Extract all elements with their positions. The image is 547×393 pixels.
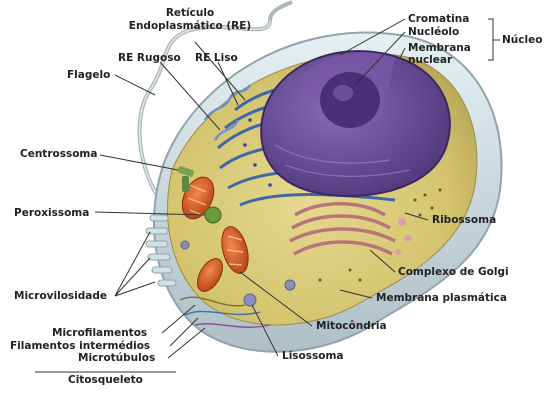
label-peroxissoma: Peroxissoma (14, 207, 89, 219)
label-ribossoma: Ribossoma (432, 214, 496, 226)
label-membrana-nuclear-line2: nuclear (408, 54, 452, 66)
label-membrana-plasmatica: Membrana plasmática (376, 292, 507, 304)
label-centrossoma: Centrossoma (20, 148, 97, 160)
label-microvilosidade: Microvilosidade (14, 290, 107, 302)
label-microfilamentos: Microfilamentos (52, 327, 147, 339)
label-reticulo-line1: Retículo (155, 7, 225, 19)
label-complexo-golgi: Complexo de Golgi (398, 266, 509, 278)
label-reticulo-line2: Endoplasmático (RE) (110, 20, 270, 32)
label-lisossoma: Lisossoma (282, 350, 344, 362)
label-re-liso: RE Liso (195, 52, 238, 64)
label-mitocondria: Mitocôndria (316, 320, 387, 332)
label-nucleo: Núcleo (502, 34, 542, 46)
label-nucleolo: Nucléolo (408, 26, 459, 38)
nucleolus (320, 72, 380, 128)
nucleus (261, 51, 450, 196)
label-re-rugoso: RE Rugoso (118, 52, 181, 64)
label-cromatina: Cromatina (408, 13, 469, 25)
peroxisome (205, 207, 221, 223)
label-filamentos-intermedios: Filamentos intermédios (10, 340, 150, 352)
label-citosqueleto: Citosqueleto (68, 374, 143, 386)
label-membrana-nuclear-line1: Membrana (408, 42, 471, 54)
label-microtubulos: Microtúbulos (78, 352, 155, 364)
label-flagelo: Flagelo (67, 69, 110, 81)
